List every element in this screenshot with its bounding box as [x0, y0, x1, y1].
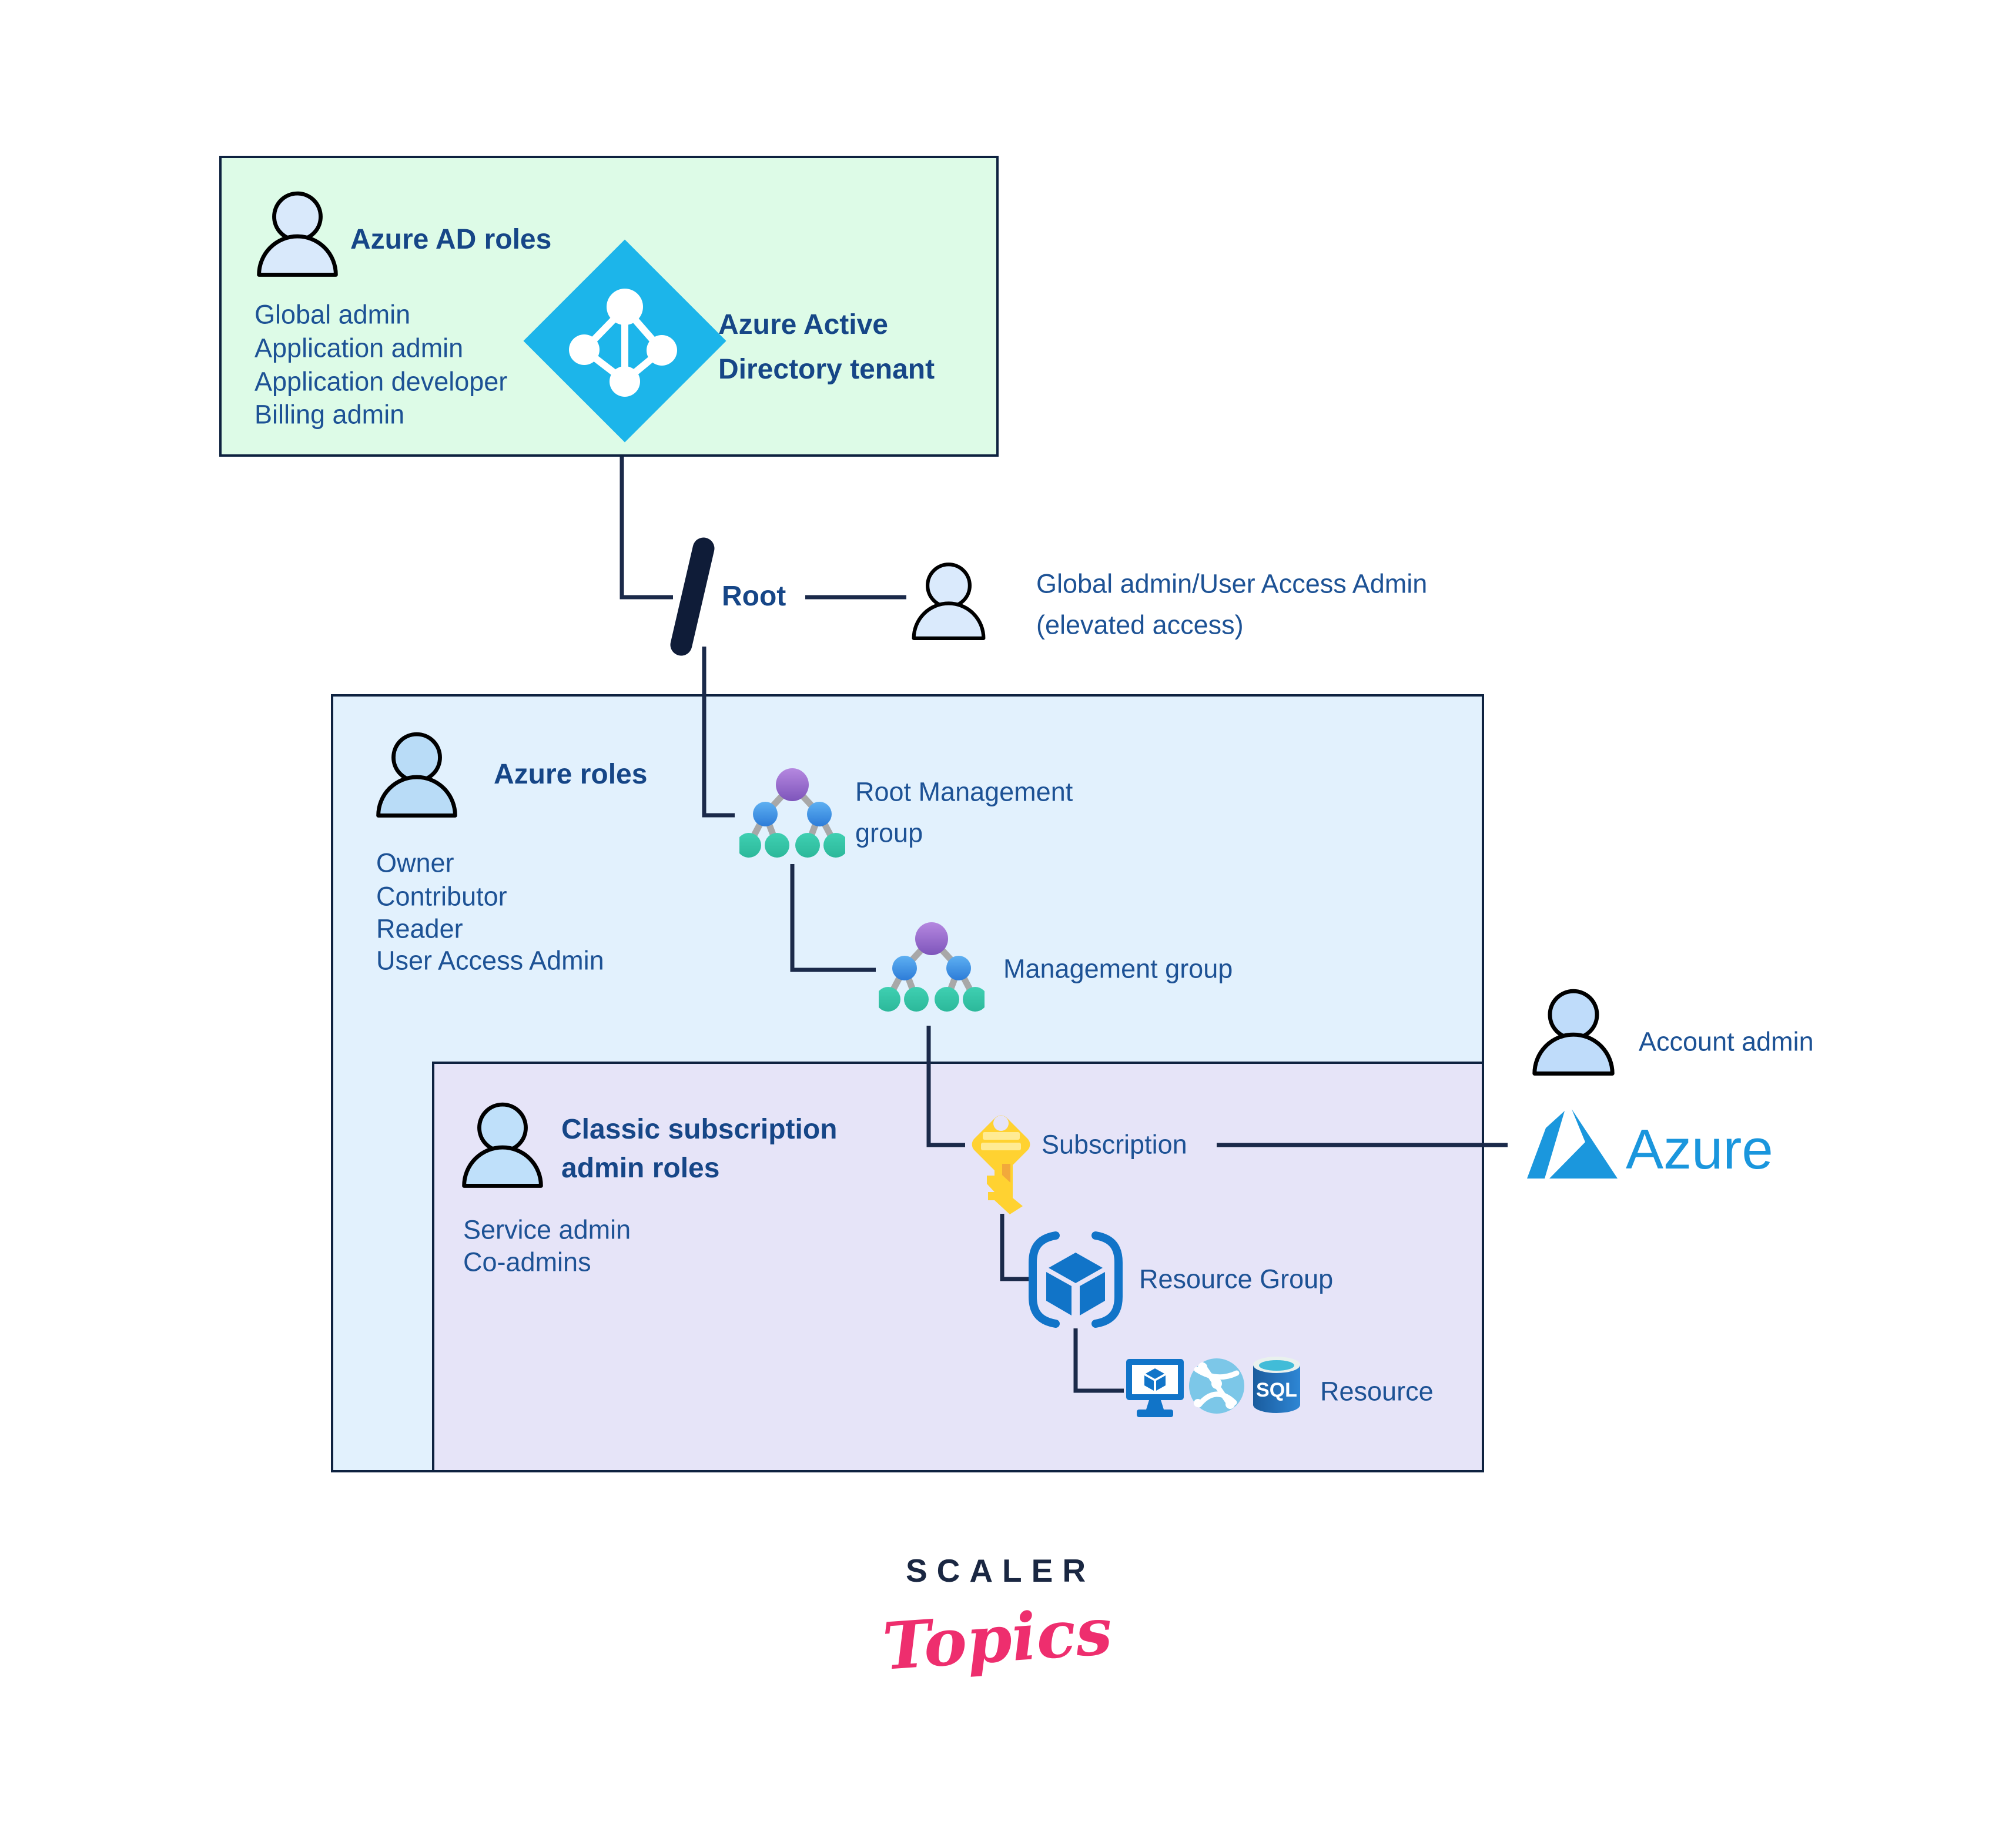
- connector-resource-group-to-resource: [1073, 1328, 1124, 1393]
- connector-subscription-to-resource-group: [1000, 1214, 1029, 1281]
- tenant-label-line1: Azure Active: [718, 309, 888, 340]
- azure-role-item: Reader: [376, 913, 463, 944]
- mgmt-group-label: Management group: [1003, 953, 1233, 984]
- network-globe-icon: [1189, 1358, 1244, 1414]
- azure-role-item: Contributor: [376, 881, 507, 912]
- connector-lines: [620, 457, 1508, 1393]
- root-management-group-icon: [736, 768, 848, 858]
- root-mgmt-group-label-line2: group: [855, 818, 923, 848]
- account-admin-user-icon: [1535, 991, 1612, 1073]
- root-label: Root: [722, 581, 786, 612]
- resource-group-icon: [1029, 1231, 1123, 1328]
- classic-role-item: Co-admins: [463, 1247, 591, 1277]
- classic-subscription-box: [432, 1062, 1484, 1472]
- azure-ad-role-item: Global admin: [255, 299, 411, 330]
- elevated-access-line1: Global admin/User Access Admin: [1036, 568, 1428, 599]
- scaler-logo-text: SCALER: [905, 1552, 1096, 1589]
- azure-logo-text: Azure: [1626, 1118, 1773, 1181]
- root-mgmt-group-label-line1: Root Management: [855, 776, 1073, 807]
- root-slash-icon: [670, 537, 715, 656]
- azure-role-item: Owner: [376, 848, 454, 878]
- azure-ad-role-item: Application developer: [255, 366, 508, 397]
- classic-roles-user-icon: [464, 1104, 541, 1186]
- azure-roles-user-icon: [379, 734, 456, 815]
- tenant-label-line2: Directory tenant: [718, 354, 935, 385]
- azure-ad-tenant-icon: [523, 239, 726, 443]
- resource-group-label: Resource Group: [1139, 1264, 1334, 1294]
- scaler-topics-logo-text: Topics: [880, 1593, 1115, 1685]
- azure-ad-role-item: Application admin: [255, 333, 464, 363]
- resource-label: Resource: [1320, 1376, 1434, 1407]
- subscription-key-icon: [972, 1115, 1030, 1214]
- connector-mgmt-to-subscription: [926, 1026, 965, 1147]
- azure-ad-roles-title: Azure AD roles: [350, 224, 552, 255]
- connector-root-to-root-mgmt: [702, 647, 735, 818]
- connector-tenant-to-root: [620, 457, 673, 600]
- classic-role-item: Service admin: [463, 1214, 631, 1245]
- azure-role-item: User Access Admin: [376, 945, 604, 976]
- subscription-label: Subscription: [1042, 1129, 1187, 1160]
- sql-badge-text: SQL: [1256, 1379, 1297, 1401]
- connector-root-mgmt-to-mgmt: [790, 864, 876, 972]
- azure-ad-user-icon: [259, 193, 336, 274]
- elevated-access-user-icon: [914, 564, 984, 638]
- azure-ad-role-item: Billing admin: [255, 399, 405, 430]
- account-admin-label: Account admin: [1639, 1026, 1814, 1057]
- azure-roles-title: Azure roles: [494, 759, 648, 790]
- virtual-machine-icon: [1126, 1359, 1184, 1417]
- sql-database-icon: SQL: [1253, 1357, 1300, 1413]
- management-group-icon: [876, 922, 987, 1012]
- classic-title-line2: admin roles: [561, 1153, 720, 1184]
- classic-title-line1: Classic subscription: [561, 1114, 838, 1145]
- elevated-access-line2: (elevated access): [1036, 610, 1244, 640]
- azure-logo-icon: [1527, 1109, 1618, 1179]
